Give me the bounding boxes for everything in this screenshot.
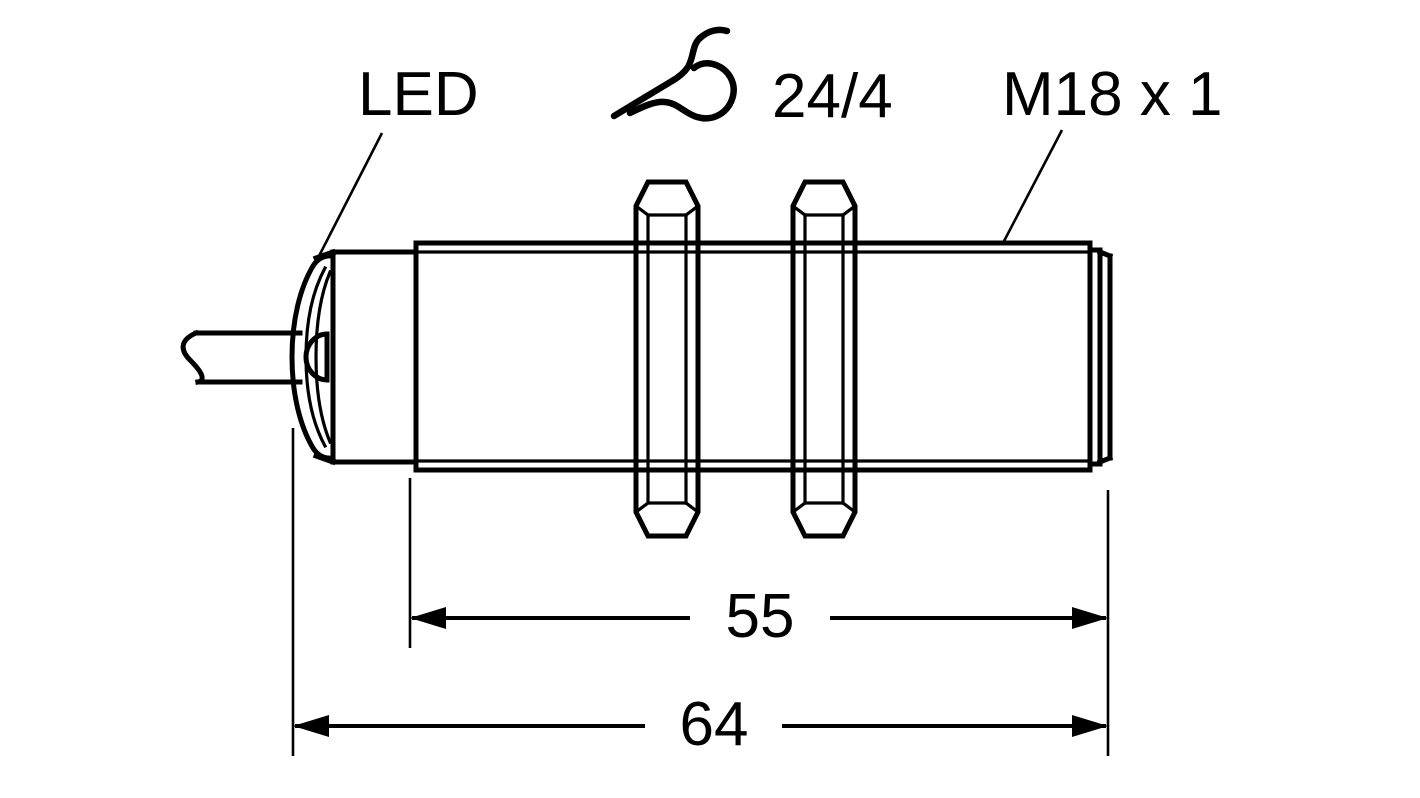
wrench-icon: [610, 26, 737, 122]
hex-nut-1: [633, 179, 701, 539]
front-collar: [330, 240, 419, 473]
thread-leader-line: [1000, 129, 1064, 246]
dimension-64-value: 64: [680, 690, 749, 759]
thread-label: M18 x 1: [1002, 60, 1223, 129]
led-leader-line: [316, 132, 384, 259]
dimension-55: 55: [408, 478, 1110, 651]
cable-stub: [180, 329, 303, 386]
rear-end-cap: [1087, 240, 1114, 473]
hex-nut-2: [790, 179, 858, 539]
m18-threaded-barrel: [413, 240, 1093, 473]
dimension-55-value: 55: [726, 582, 795, 651]
led-dome-cap: [289, 248, 337, 466]
led-label: LED: [358, 60, 479, 129]
dimension-64: 64: [291, 428, 1110, 759]
wrench-size-label: 24/4: [772, 62, 893, 131]
